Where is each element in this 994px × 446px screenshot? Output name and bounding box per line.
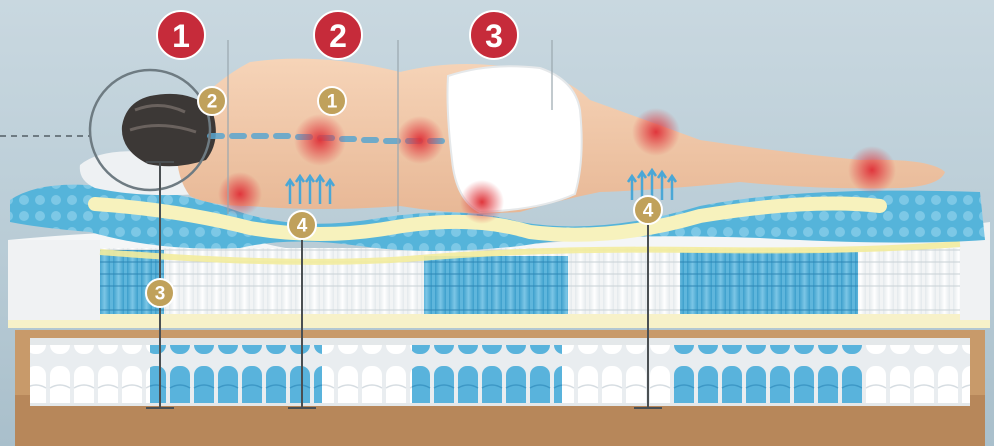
feature-marker-airflow-right: 4 [634,196,662,224]
zone-badge-2: 2 [314,11,362,59]
zone-label: 3 [485,18,503,54]
zone-badge-1: 1 [157,11,205,59]
feature-marker-airflow-left: 4 [288,211,316,239]
marker-label: 2 [207,92,218,113]
zone-badge-3: 3 [470,11,518,59]
pressure-point [632,108,680,156]
marker-label: 4 [297,216,308,237]
pressure-point [294,114,346,166]
zone-label: 2 [329,18,347,54]
marker-label: 3 [155,284,166,305]
feature-marker-head: 2 [198,87,226,115]
feature-marker-layers: 3 [146,279,174,307]
pressure-point [396,116,444,164]
marker-label: 1 [327,92,338,113]
pressure-point [460,180,504,224]
marker-label: 4 [643,201,654,222]
pressure-point [218,172,262,216]
zone-label: 1 [172,18,190,54]
pressure-point [848,146,896,194]
feature-marker-spine: 1 [318,87,346,115]
lower-pocket-springs [30,345,970,403]
